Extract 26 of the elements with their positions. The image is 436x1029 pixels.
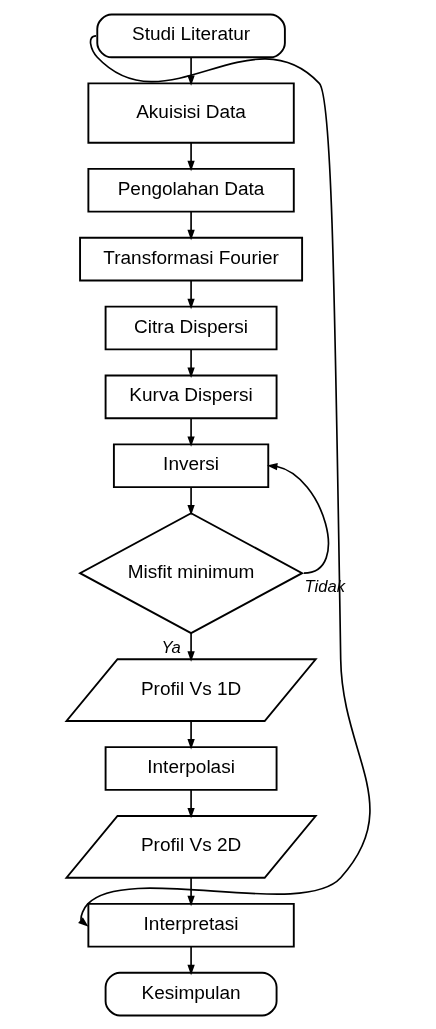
arrow xyxy=(186,141,195,171)
arrow xyxy=(186,788,195,818)
node-diamond: Misfit minimum xyxy=(77,511,304,634)
arrow xyxy=(186,348,195,378)
node-box: Citra Dispersi xyxy=(104,305,278,350)
node-box: Pengolahan Data xyxy=(86,167,295,213)
node-box: Kurva Dispersi xyxy=(104,374,278,419)
node-box: Inversi xyxy=(112,442,269,488)
arrow xyxy=(186,876,195,906)
edge-label: Ya xyxy=(161,637,181,657)
arrow xyxy=(186,720,195,750)
node-box: Interpolasi xyxy=(104,745,278,791)
node-box: Transformasi Fourier xyxy=(78,236,303,281)
arrow xyxy=(186,485,195,515)
arrow xyxy=(186,279,195,309)
arrow xyxy=(186,210,195,240)
node-box: Kesimpulan xyxy=(104,971,278,1016)
node-box: Studi Literatur xyxy=(95,13,286,58)
node-box: Akuisisi Data xyxy=(86,81,295,144)
node-box: Interpretasi xyxy=(86,902,295,948)
arrow xyxy=(186,56,195,86)
arrow xyxy=(77,34,371,927)
arrow xyxy=(186,945,195,975)
arrow xyxy=(186,632,195,662)
arrow xyxy=(266,462,329,574)
arrow xyxy=(186,417,195,447)
